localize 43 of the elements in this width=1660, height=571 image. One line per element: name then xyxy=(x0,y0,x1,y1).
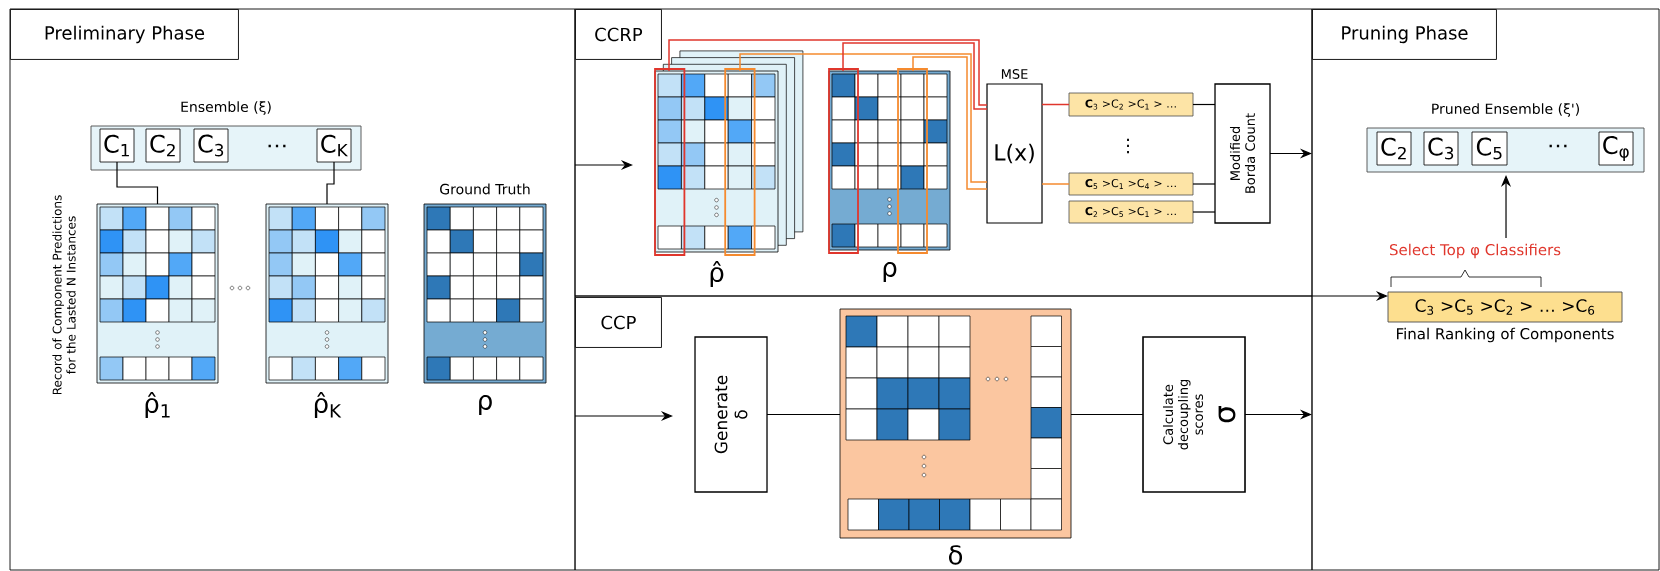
connector-line xyxy=(1192,183,1216,185)
ensemble-title: Ensemble (ξ) xyxy=(181,101,271,115)
connector-line xyxy=(116,161,159,205)
connector-line xyxy=(1192,211,1216,213)
ranking-box: C$_{3}$ >C$_{2}$ >C$_{1}$ > … xyxy=(1068,92,1194,117)
annotation-text: Select Top φ Classifiers xyxy=(1389,243,1561,259)
connector-line xyxy=(842,42,988,110)
ensemble-title: Pruned Ensemble (ξ') xyxy=(1432,103,1579,117)
classifier-box: C$_{1}$ xyxy=(99,128,135,163)
vertical-ellipsis: ⋮ xyxy=(1127,138,1129,154)
connector-line xyxy=(668,39,988,106)
matrix-title: Ground Truth xyxy=(440,183,530,195)
classifier-box: C$_{φ}$ xyxy=(1598,131,1634,166)
connector-line xyxy=(1192,103,1216,106)
classifier-box: C$_{2}$ xyxy=(1376,131,1412,166)
ranking-box: C$_{3}$ >C$_{5}$ >C$_{2}$ > … >C$_{6}$ xyxy=(1387,291,1623,323)
connector-line xyxy=(1041,103,1070,106)
box-caption: MSE xyxy=(1001,69,1028,79)
ranking-box: C$_{5}$ >C$_{1}$ >C$_{4}$ > … xyxy=(1068,172,1194,196)
rotated-caption: Record of Component Predictions for the Lasted N Instances xyxy=(52,195,76,395)
loss-box: L(x) xyxy=(986,83,1043,224)
process-box: Generate δ xyxy=(694,336,768,493)
connector-line xyxy=(326,161,335,205)
classifier-box: C$_{3}$ xyxy=(1423,131,1459,166)
process-box: Modified Borda Count xyxy=(1214,83,1271,224)
matrix-label: ρ xyxy=(479,395,492,415)
ranking-box: C$_{2}$ >C$_{5}$ >C$_{1}$ > … xyxy=(1068,200,1194,224)
matrix-label: ρ̂ xyxy=(710,260,724,288)
matrix-label: ρ̂$_{1}$ xyxy=(145,391,170,419)
matrix-label: δ xyxy=(949,545,963,565)
connector-line xyxy=(1041,183,1070,185)
classifier-box: C$_{K}$ xyxy=(316,128,352,163)
matrix-label: ρ̂$_{K}$ xyxy=(314,391,342,419)
matrix-label: ρ xyxy=(883,262,897,282)
box-caption: Final Ranking of Components xyxy=(1397,327,1614,343)
connector-line xyxy=(739,53,988,183)
classifier-box: C$_{3}$ xyxy=(193,128,229,163)
process-box: Calculate decoupling scores σ xyxy=(1142,336,1246,493)
connector-line xyxy=(1070,413,1144,416)
classifier-box: C$_{5}$ xyxy=(1471,131,1508,166)
connector-line xyxy=(766,413,841,416)
classifier-box: C$_{2}$ xyxy=(145,128,181,163)
connector-line xyxy=(912,56,988,190)
